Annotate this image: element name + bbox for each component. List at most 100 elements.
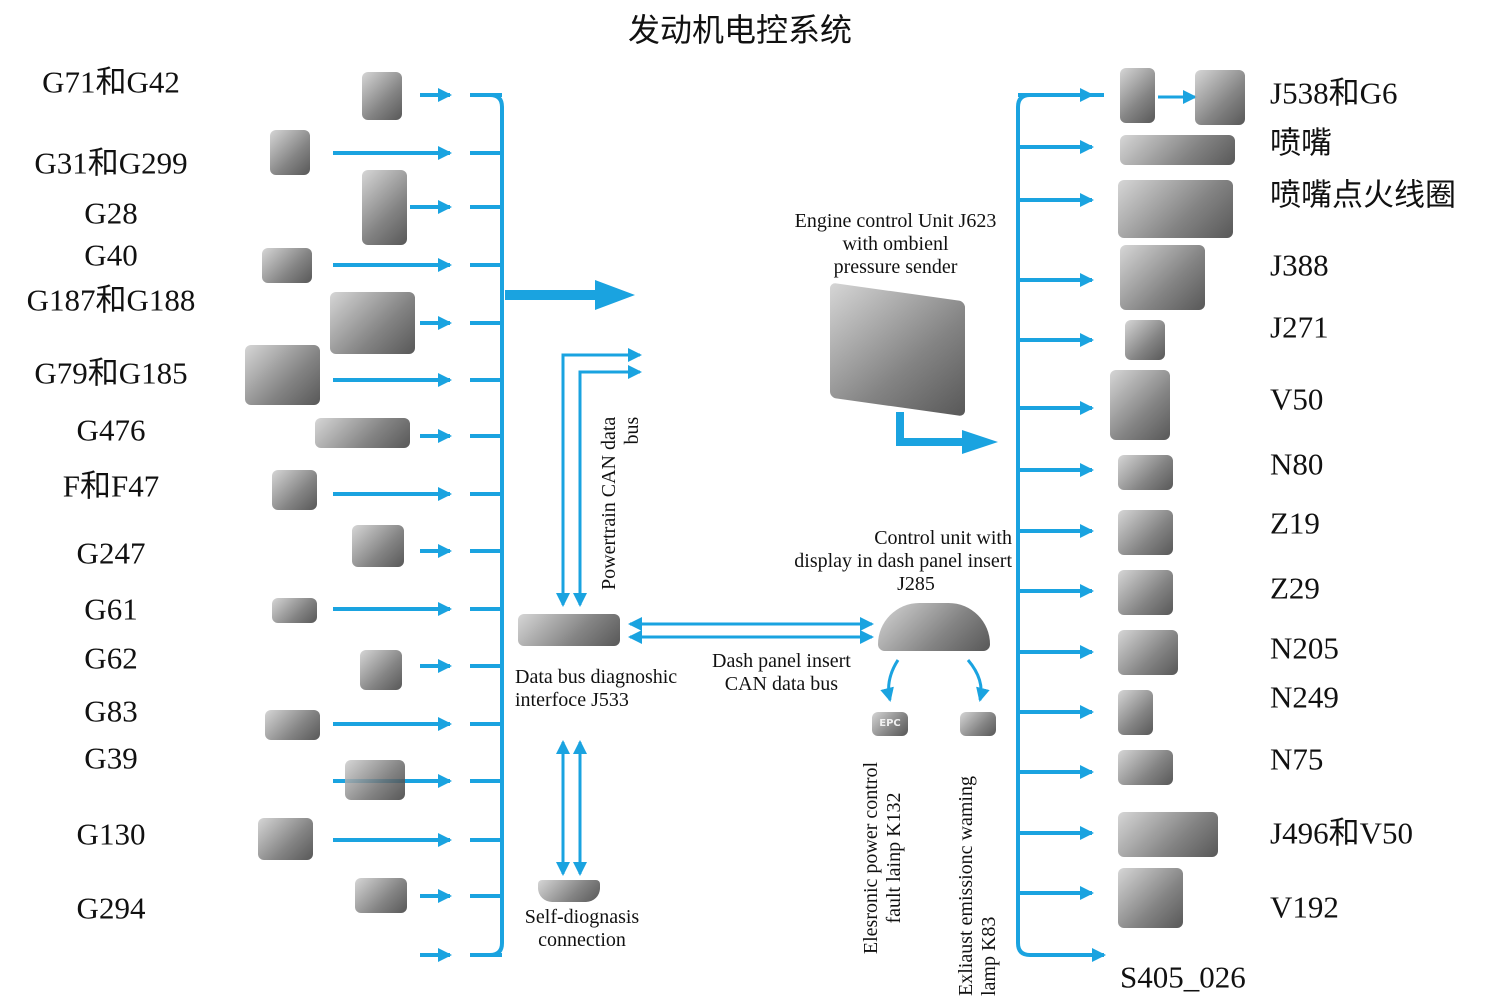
sensor-label: G61 (84, 591, 138, 627)
actuator-label: V50 (1270, 381, 1324, 417)
actuator-image (1120, 135, 1235, 165)
actuator-label: N205 (1270, 630, 1339, 666)
dash-control-label-line: Control unit with (874, 527, 1012, 549)
actuator-label: N75 (1270, 741, 1324, 777)
actuator-label: J538和G6 (1270, 75, 1398, 111)
self-diag-label-line: connection (538, 929, 626, 951)
gateway-j533-image (518, 614, 620, 646)
powertrain-can-line-2 (573, 365, 642, 607)
sensor-image (272, 598, 317, 623)
sensor-label: G83 (84, 693, 138, 729)
diagram-title: 发动机电控系统 (628, 11, 853, 49)
actuator-image (1110, 370, 1170, 440)
actuator-image (1118, 868, 1183, 928)
sensor-image (245, 345, 320, 405)
sensor-image (262, 248, 312, 283)
sensor-image (362, 72, 402, 120)
ecu-output-arrow (896, 412, 965, 446)
sensor-label: G79和G185 (34, 355, 188, 391)
ecu-label: Engine control Unit J623 with ombienl pr… (778, 210, 1013, 279)
right-bus-line (1016, 93, 1106, 962)
actuator-label: J496和V50 (1270, 815, 1413, 851)
actuator-label: Z29 (1270, 570, 1320, 606)
epc-lamp-icon: EPC (872, 712, 908, 736)
actuator-image (1118, 812, 1218, 857)
obd-connector-image (538, 880, 600, 902)
actuator-image (1195, 70, 1245, 125)
sensor-image (258, 818, 313, 860)
sensor-label: G28 (84, 195, 138, 231)
epc-lamp-label: Elesronic power control fault lainp K132 (860, 748, 906, 968)
left-bus-line (475, 93, 504, 957)
actuator-label: 喷嘴 (1270, 125, 1332, 161)
actuator-image (1118, 750, 1173, 785)
actuator-image (1118, 570, 1173, 615)
actuator-label: J388 (1270, 247, 1329, 283)
sensor-image (355, 878, 407, 913)
self-diag-label: Self-diognasis connection (512, 906, 652, 952)
sensor-label: G187和G188 (26, 282, 196, 318)
actuator-label: 喷嘴点火线圈 (1270, 177, 1456, 213)
sensor-image (330, 292, 415, 354)
sensor-image (362, 170, 407, 245)
self-diag-label-line: Self-diognasis (524, 906, 640, 928)
actuator-label: J271 (1270, 309, 1329, 345)
actuator-image (1118, 180, 1233, 238)
gateway-label-line: Data bus diagnoshic (515, 666, 678, 688)
actuator-image (1118, 630, 1178, 675)
powertrain-label-line: bus (621, 416, 643, 445)
sensor-label: G39 (84, 740, 138, 776)
sensor-label: G31和G299 (34, 145, 188, 181)
actuator-label: N80 (1270, 446, 1324, 482)
sensor-label: G71和G42 (42, 64, 180, 100)
sensor-label: G62 (84, 640, 138, 676)
actuator-label: N249 (1270, 679, 1339, 715)
actuator-image (1120, 245, 1205, 310)
emission-lamp-label-line: Exliaust emissionc waming (955, 776, 977, 996)
dash-bus-label: Dash panel insert CAN data bus (712, 650, 851, 696)
dash-bus-label-line: CAN data bus (724, 673, 839, 695)
sensor-image (272, 470, 317, 510)
sensor-label: G476 (76, 412, 146, 448)
ecu-label-line: pressure sender (833, 256, 958, 278)
emission-lamp-label-line: lamp K83 (978, 916, 1000, 996)
sensor-label: G130 (76, 816, 146, 852)
actuator-label: V192 (1270, 889, 1339, 925)
ecu-label-line: Engine control Unit J623 (794, 210, 997, 232)
ecu-j623-image (830, 282, 965, 417)
dash-bus-label-line: Dash panel insert (712, 650, 851, 672)
powertrain-can-label: Powertrain CAN data bus (598, 417, 644, 590)
sensor-image (345, 760, 405, 800)
epc-lamp-text: EPC (879, 718, 901, 729)
dash-control-label: Control unit with display in dash panel … (750, 527, 1012, 596)
actuator-image (1120, 68, 1155, 123)
sensor-label: G294 (76, 890, 146, 926)
epc-lamp-label-line: Elesronic power control (860, 761, 882, 955)
actuator-label: Z19 (1270, 505, 1320, 541)
sensor-label: G40 (84, 237, 138, 273)
sensor-label: G247 (76, 535, 146, 571)
sensor-image (360, 650, 402, 690)
actuator-image (1118, 690, 1153, 735)
engine-warning-icon (960, 712, 996, 736)
sensor-image (270, 130, 310, 175)
gateway-label: Data bus diagnoshic interfoce J533 (515, 666, 677, 712)
emission-lamp-arrow (966, 659, 990, 702)
emission-lamp-label: Exliaust emissionc waming lamp K83 (955, 776, 1001, 996)
epc-lamp-label-line: fault lainp K132 (883, 792, 905, 924)
sensor-image (352, 525, 404, 567)
dash-control-label-line: J285 (897, 573, 935, 595)
epc-lamp-arrow (880, 659, 900, 702)
sensor-image (315, 418, 410, 448)
gateway-label-line: interfoce J533 (515, 689, 629, 711)
sensor-image (265, 710, 320, 740)
figure-id: S405_026 (1120, 959, 1246, 995)
powertrain-label-line: Powertrain CAN data (598, 416, 620, 590)
dash-control-label-line: display in dash panel insert (794, 550, 1012, 572)
ecu-label-line: with ombienl (842, 233, 949, 255)
dash-panel-j285-image (878, 603, 990, 651)
sensor-label: F和F47 (62, 468, 160, 504)
actuator-image (1118, 455, 1173, 490)
